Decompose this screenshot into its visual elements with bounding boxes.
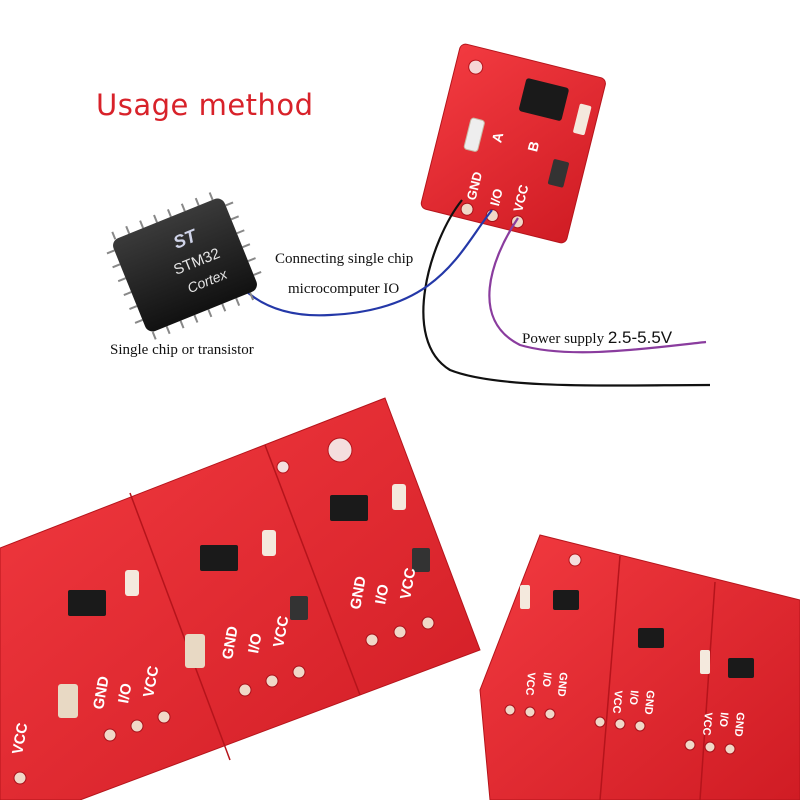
- svg-text:B: B: [524, 139, 542, 153]
- svg-text:A: A: [488, 131, 506, 145]
- voltage-range: 2.5-5.5V: [607, 328, 673, 347]
- svg-text:VCC: VCC: [397, 566, 419, 600]
- svg-text:GND: GND: [732, 712, 746, 737]
- svg-text:VCC: VCC: [523, 672, 537, 696]
- svg-text:GND: GND: [555, 672, 569, 697]
- microcontroller-chip-icon: ST STM32 Cortex: [106, 192, 262, 340]
- module-strip-left: GND I/O VCC GND I/O VCC GND I/O VCC VCC: [0, 397, 481, 800]
- pin-label-io: I/O: [487, 187, 506, 207]
- svg-text:VCC: VCC: [140, 664, 162, 698]
- svg-text:VCC: VCC: [610, 690, 624, 714]
- svg-text:I/O: I/O: [245, 632, 265, 655]
- power-wire: [488, 217, 707, 354]
- svg-text:I/O: I/O: [627, 690, 640, 706]
- power-supply-text: Power supply: [522, 331, 605, 347]
- power-supply-label: Power supply 2.5-5.5V: [522, 328, 672, 348]
- svg-text:GND: GND: [642, 690, 656, 715]
- page-title: Usage method: [96, 88, 314, 122]
- chip-caption: Single chip or transistor: [110, 342, 254, 358]
- pin-label-vcc: VCC: [510, 182, 531, 213]
- pin-label-gnd: GND: [464, 170, 486, 202]
- svg-text:I/O: I/O: [717, 712, 730, 728]
- svg-text:VCC: VCC: [700, 712, 714, 736]
- io-connection-label-line2: microcomputer IO: [288, 281, 400, 297]
- svg-text:I/O: I/O: [540, 672, 553, 688]
- module-strip-right: VCC I/O GND VCC I/O GND VCC I/O GND: [479, 534, 800, 800]
- touch-module-top: A B GND I/O VCC: [420, 43, 606, 244]
- svg-text:GND: GND: [90, 675, 113, 711]
- svg-text:I/O: I/O: [372, 583, 392, 606]
- ground-wire: [422, 199, 711, 387]
- svg-text:GND: GND: [347, 575, 370, 611]
- svg-text:I/O: I/O: [115, 682, 135, 705]
- svg-text:VCC: VCC: [9, 721, 31, 755]
- svg-text:VCC: VCC: [270, 614, 292, 648]
- io-wire: [231, 209, 493, 317]
- io-connection-label: Connecting single chip: [275, 251, 414, 267]
- svg-text:GND: GND: [219, 625, 242, 661]
